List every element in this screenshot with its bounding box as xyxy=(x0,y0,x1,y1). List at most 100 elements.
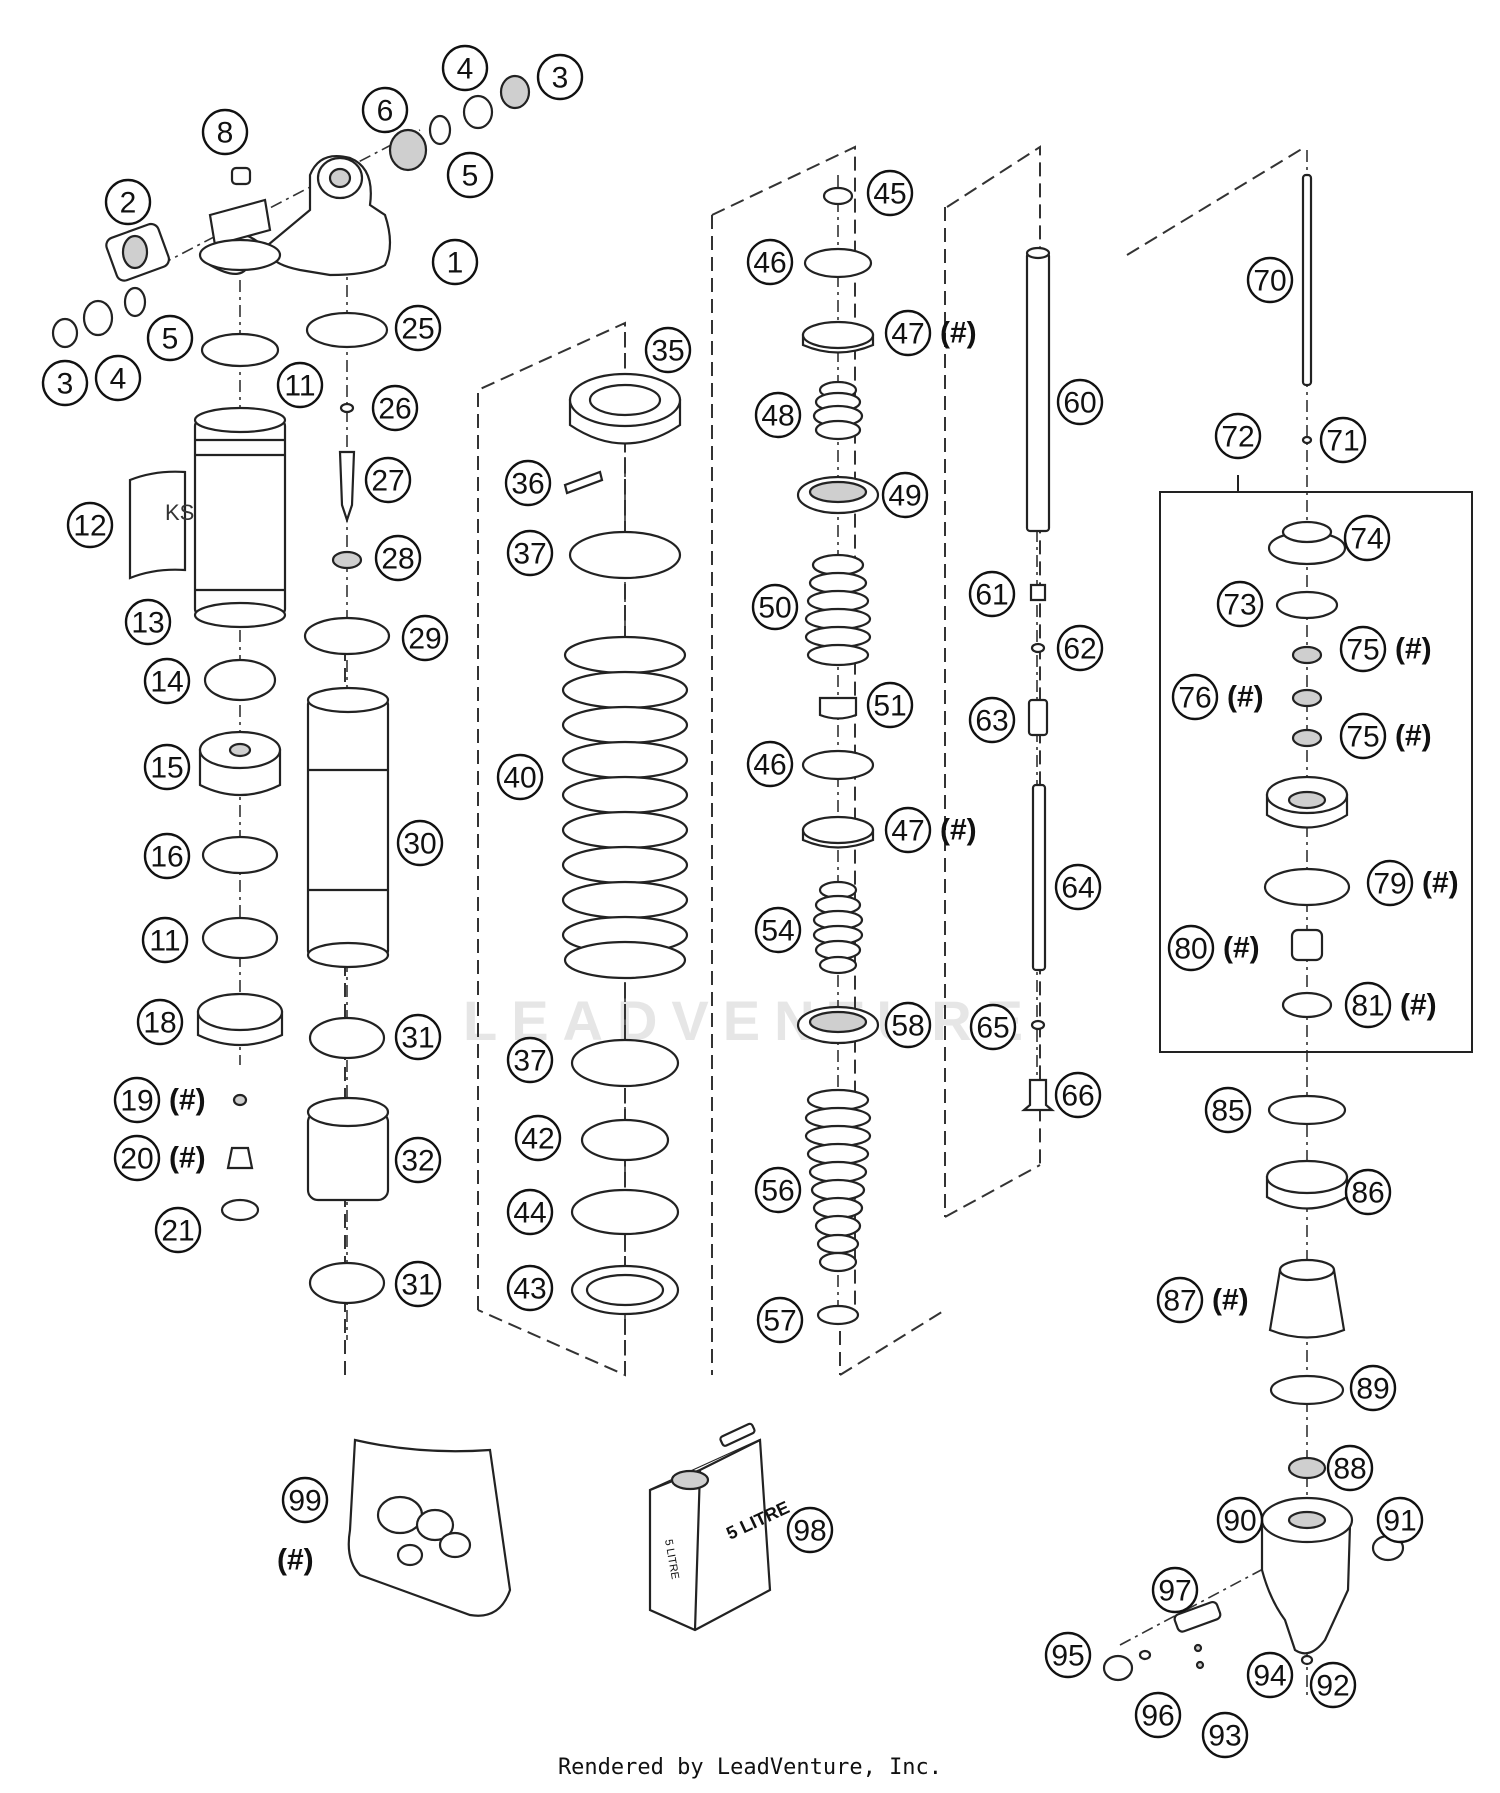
part-66 xyxy=(1020,1078,1056,1112)
callout-hash: (#) xyxy=(1227,681,1264,714)
callout-circle xyxy=(1216,580,1264,628)
callout-number: 97 xyxy=(1158,1575,1191,1608)
callout-number: 6 xyxy=(377,95,394,128)
part-93 xyxy=(1193,1643,1203,1653)
part-74 xyxy=(1267,520,1347,566)
bushing-63 xyxy=(1027,698,1049,737)
part-65 xyxy=(1030,1019,1046,1031)
callout-circle xyxy=(786,1506,834,1554)
callout-circle xyxy=(364,456,412,504)
callout-number: 44 xyxy=(513,1197,546,1230)
bearing-43-inner xyxy=(585,1273,665,1307)
washer-4-left xyxy=(82,299,114,337)
callout-number: 46 xyxy=(753,749,786,782)
callout-number: 47 xyxy=(891,318,924,351)
washer-37-top xyxy=(568,530,682,580)
callout-number: 65 xyxy=(976,1012,1009,1045)
part-61 xyxy=(1029,583,1047,602)
callout-number: 56 xyxy=(761,1175,794,1208)
sticker-text: KS xyxy=(165,500,194,525)
part-71 xyxy=(1301,435,1313,445)
callout-number: 86 xyxy=(1351,1177,1384,1210)
adjuster-knob xyxy=(105,222,171,282)
callout-circle xyxy=(124,598,172,646)
callout-number: 11 xyxy=(149,925,180,958)
callout-circle xyxy=(514,1114,562,1162)
ring-76 xyxy=(1291,688,1323,708)
bumper-87 xyxy=(1268,1258,1346,1339)
callout-number: 42 xyxy=(521,1123,554,1156)
callout-circle xyxy=(884,309,932,357)
callout-circle xyxy=(143,657,191,705)
kit-72-box xyxy=(1159,491,1473,1053)
part-92 xyxy=(1300,1654,1314,1666)
ring-42 xyxy=(580,1118,670,1162)
washer-3-left xyxy=(51,317,79,349)
valve-20 xyxy=(226,1146,254,1170)
callout-circle xyxy=(754,1166,802,1214)
callout-number: 98 xyxy=(793,1515,826,1548)
callout-circle xyxy=(884,806,932,854)
cap-95 xyxy=(1102,1654,1134,1682)
callout-number: 29 xyxy=(408,623,441,656)
callout-number: 35 xyxy=(651,335,684,368)
callout-number: 4 xyxy=(110,363,127,396)
callout-number: 45 xyxy=(873,178,906,211)
callout-number: 20 xyxy=(120,1143,153,1176)
callout-number: 76 xyxy=(1178,682,1211,715)
callout-number: 71 xyxy=(1326,425,1359,458)
callout-circle xyxy=(136,998,184,1046)
callout-circle xyxy=(104,178,152,226)
ring-79 xyxy=(1263,867,1351,907)
callout-circle xyxy=(754,906,802,954)
callout-hash: (#) xyxy=(1395,720,1432,753)
callout-circle xyxy=(66,501,114,549)
part-88 xyxy=(1287,1456,1327,1480)
callout-number: 12 xyxy=(73,510,106,543)
callout-number: 87 xyxy=(1163,1285,1196,1318)
callout-circle xyxy=(394,1013,442,1061)
spacer-51 xyxy=(818,696,858,720)
ring-14 xyxy=(203,658,277,702)
ring-5-left xyxy=(123,286,147,318)
callout-circle xyxy=(431,238,479,286)
callout-circle xyxy=(361,86,409,134)
needle-70 xyxy=(1301,173,1313,387)
callout-circle xyxy=(394,1260,442,1308)
callout-circle xyxy=(371,384,419,432)
callout-circle xyxy=(141,916,189,964)
callout-number: 94 xyxy=(1253,1660,1286,1693)
callout-circle xyxy=(1167,924,1215,972)
ring-75-bottom xyxy=(1291,728,1323,748)
callout-circle xyxy=(401,614,449,662)
callout-circle xyxy=(41,359,89,407)
callout-number: 32 xyxy=(401,1145,434,1178)
cap-32 xyxy=(306,1096,390,1202)
callout-number: 36 xyxy=(511,468,544,501)
callout-circle xyxy=(884,1001,932,1049)
callout-circle xyxy=(754,391,802,439)
callout-circle xyxy=(1054,863,1102,911)
callout-circle xyxy=(1344,981,1392,1029)
rod-64 xyxy=(1031,783,1047,972)
callout-circle xyxy=(1151,1566,1199,1614)
callout-circle xyxy=(1054,1071,1102,1119)
washer-57 xyxy=(816,1304,860,1326)
cap-21 xyxy=(220,1198,260,1222)
callout-circle xyxy=(644,326,692,374)
callout-circle xyxy=(1134,1691,1182,1739)
callout-number: 74 xyxy=(1350,523,1383,556)
callout-circle xyxy=(94,354,142,402)
callout-number: 51 xyxy=(873,690,906,723)
footer-credit: Rendered by LeadVenture, Inc. xyxy=(557,1755,943,1780)
bearing-6 xyxy=(388,128,428,172)
callout-number: 40 xyxy=(503,762,536,795)
callout-circle xyxy=(506,529,554,577)
callout-number: 21 xyxy=(161,1215,194,1248)
washer-4-right xyxy=(462,94,494,130)
callout-number: 57 xyxy=(763,1305,796,1338)
piston-58 xyxy=(796,1005,880,1045)
callout-circle xyxy=(374,534,422,582)
damper-body-30 xyxy=(306,686,390,969)
callout-number: 61 xyxy=(975,579,1008,612)
